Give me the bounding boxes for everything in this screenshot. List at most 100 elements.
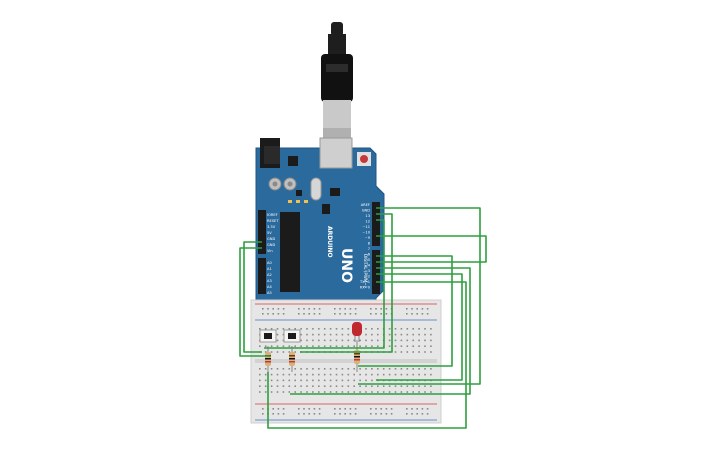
breadboard-hole[interactable] [416,308,418,310]
breadboard-hole[interactable] [412,345,414,347]
breadboard-hole[interactable] [371,345,373,347]
breadboard-hole[interactable] [272,413,274,415]
breadboard-hole[interactable] [394,385,397,387]
breadboard-hole[interactable] [365,385,367,387]
wire-pin11[interactable] [300,213,393,353]
breadboard-hole[interactable] [277,313,280,315]
breadboard-hole[interactable] [313,413,316,415]
breadboard-hole[interactable] [318,313,321,315]
breadboard-hole[interactable] [430,373,432,376]
breadboard-hole[interactable] [288,373,291,376]
breadboard-hole[interactable] [335,333,338,336]
breadboard-hole[interactable] [388,328,391,330]
breadboard-hole[interactable] [344,308,346,310]
breadboard-hole[interactable] [421,408,424,410]
breadboard-hole[interactable] [288,351,291,353]
breadboard-hole[interactable] [424,385,426,387]
breadboard-hole[interactable] [394,373,397,376]
breadboard-hole[interactable] [380,413,382,415]
breadboard-hole[interactable] [270,379,273,382]
breadboard-hole[interactable] [390,408,393,410]
breadboard-hole[interactable] [306,385,308,387]
breadboard-hole[interactable] [318,379,320,382]
breadboard-hole[interactable] [335,368,338,370]
breadboard-hole[interactable] [353,339,355,342]
breadboard-hole[interactable] [424,345,426,347]
breadboard-hole[interactable] [394,333,397,336]
breadboard-hole[interactable] [312,373,314,376]
resistor-3[interactable] [354,340,360,372]
breadboard-hole[interactable] [359,379,361,382]
breadboard-hole[interactable] [341,328,344,330]
breadboard-hole[interactable] [276,339,279,342]
breadboard-hole[interactable] [323,328,326,330]
power-header[interactable] [258,210,266,254]
breadboard-hole[interactable] [424,373,426,376]
breadboard-hole[interactable] [385,413,388,415]
breadboard-hole[interactable] [375,413,377,415]
breadboard-hole[interactable] [347,373,350,376]
breadboard-hole[interactable] [335,379,338,382]
breadboard-hole[interactable] [335,373,338,376]
breadboard-hole[interactable] [259,379,261,382]
breadboard-hole[interactable] [388,339,391,342]
breadboard-hole[interactable] [288,379,291,382]
breadboard-hole[interactable] [341,391,344,393]
breadboard-hole[interactable] [335,339,338,342]
analog-header[interactable] [258,258,266,294]
breadboard-hole[interactable] [394,368,397,370]
wire-pin7[interactable] [358,255,453,367]
breadboard-hole[interactable] [382,391,385,393]
breadboard-hole[interactable] [347,328,350,330]
breadboard-hole[interactable] [412,368,414,370]
breadboard-hole[interactable] [312,345,314,347]
breadboard-hole[interactable] [276,333,279,336]
breadboard-hole[interactable] [267,313,269,315]
push-button-1[interactable] [259,329,277,343]
breadboard-hole[interactable] [347,345,350,347]
breadboard-hole[interactable] [335,328,338,330]
breadboard-hole[interactable] [288,368,291,370]
breadboard-hole[interactable] [306,333,308,336]
breadboard-hole[interactable] [424,333,426,336]
breadboard-hole[interactable] [424,351,426,353]
breadboard-hole[interactable] [335,345,338,347]
breadboard-hole[interactable] [341,379,344,382]
breadboard-hole[interactable] [430,385,432,387]
breadboard-hole[interactable] [406,408,408,410]
breadboard-hole[interactable] [294,373,296,376]
breadboard-hole[interactable] [323,368,326,370]
breadboard-hole[interactable] [365,345,367,347]
breadboard-hole[interactable] [300,339,302,342]
breadboard-hole[interactable] [359,373,361,376]
breadboard-hole[interactable] [377,368,379,370]
breadboard-hole[interactable] [371,368,373,370]
breadboard-hole[interactable] [365,339,367,342]
breadboard-hole[interactable] [282,413,285,415]
wire-pin5[interactable] [290,267,471,395]
breadboard-hole[interactable] [282,379,285,382]
breadboard-hole[interactable] [323,339,326,342]
breadboard-hole[interactable] [341,333,344,336]
breadboard-hole[interactable] [377,391,379,393]
breadboard-hole[interactable] [377,339,379,342]
wire-gnd-left[interactable] [243,241,262,353]
breadboard-hole[interactable] [365,328,367,330]
breadboard-hole[interactable] [270,328,273,330]
breadboard-hole[interactable] [303,408,305,410]
breadboard-hole[interactable] [347,368,350,370]
breadboard-hole[interactable] [394,351,397,353]
breadboard-hole[interactable] [276,368,279,370]
breadboard-hole[interactable] [406,345,409,347]
breadboard-hole[interactable] [259,385,261,387]
breadboard-hole[interactable] [323,391,326,393]
breadboard-hole[interactable] [430,345,432,347]
breadboard-hole[interactable] [277,408,280,410]
breadboard-hole[interactable] [430,328,432,330]
breadboard-hole[interactable] [329,333,332,336]
breadboard-hole[interactable] [371,333,373,336]
breadboard-hole[interactable] [400,373,403,376]
breadboard-hole[interactable] [339,413,341,415]
breadboard-hole[interactable] [329,328,332,330]
breadboard-hole[interactable] [282,345,285,347]
